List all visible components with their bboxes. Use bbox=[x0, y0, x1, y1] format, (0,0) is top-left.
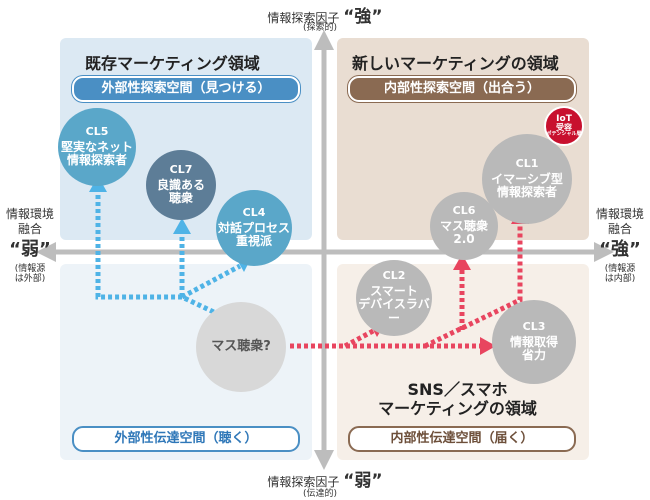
right-axis-sub2: は内部) bbox=[604, 274, 636, 285]
left-axis-label: 情報環境 融合 “弱” (情報源 は外部) bbox=[0, 207, 60, 285]
top-axis-text: 情報探索因子 bbox=[267, 11, 340, 25]
top-left-space-pill: 外部性探索空間（見つける） bbox=[72, 76, 300, 102]
cluster-cl2-name: スマート デバイスラバー bbox=[358, 283, 430, 326]
iot-badge: IoT 受容 ポテンシャル層 bbox=[544, 106, 584, 146]
cluster-cl6: CL6 マス聴衆 2.0 bbox=[430, 192, 498, 260]
arrow-head-cl3 bbox=[480, 337, 496, 355]
cluster-cl5-name: 堅実なネット 情報探索者 bbox=[60, 139, 133, 168]
cluster-cl7-name: 良識ある 聴衆 bbox=[156, 177, 205, 206]
cluster-cl4: CL4 対話プロセス 重視派 bbox=[216, 190, 292, 266]
cluster-cl6-id: CL6 bbox=[452, 203, 476, 217]
arrow-head-cl6 bbox=[453, 254, 471, 270]
cluster-cl4-id: CL4 bbox=[242, 205, 266, 219]
iot-badge-line3: ポテンシャル層 bbox=[546, 131, 582, 137]
cluster-cl4-name: 対話プロセス 重視派 bbox=[217, 220, 290, 249]
right-axis-strength: “強” bbox=[599, 239, 641, 260]
cluster-cl3-id: CL3 bbox=[522, 319, 546, 333]
vertical-axis-top-arrow bbox=[314, 30, 334, 50]
right-axis-line1: 情報環境 bbox=[595, 207, 644, 221]
arrow-to-cl1 bbox=[423, 222, 523, 349]
center-label: マス聴衆? bbox=[211, 338, 271, 354]
iot-badge-line1: IoT bbox=[556, 114, 572, 124]
left-axis-line1: 情報環境 bbox=[5, 207, 54, 221]
bottom-right-title-line1: SNS／スマホ bbox=[407, 380, 508, 399]
right-axis-line2: 融合 bbox=[607, 222, 632, 236]
arrow-to-cl5 bbox=[95, 190, 222, 318]
cluster-cl5-id: CL5 bbox=[85, 124, 109, 138]
bottom-right-title: SNS／スマホ マーケティングの領域 bbox=[370, 380, 545, 418]
left-axis-sub2: は外部) bbox=[14, 274, 46, 285]
bottom-right-title-line2: マーケティングの領域 bbox=[378, 399, 537, 419]
horizontal-axis-left-arrow bbox=[36, 242, 56, 262]
arrow-to-cl2 bbox=[343, 327, 377, 349]
bottom-axis-strength: “弱” bbox=[343, 471, 383, 491]
top-right-space-pill: 内部性探索空間（出合う） bbox=[348, 76, 576, 102]
top-left-title: 既存マーケティング領域 bbox=[85, 54, 260, 73]
arrow-head-cl7 bbox=[173, 218, 191, 234]
cluster-cl5: CL5 堅実なネット 情報探索者 bbox=[58, 108, 136, 186]
bottom-axis-sub: (伝達的) bbox=[302, 489, 338, 499]
cluster-cl6-name: マス聴衆 2.0 bbox=[439, 218, 488, 247]
cluster-cl3-name: 情報取得 省力 bbox=[509, 334, 558, 363]
top-right-title: 新しいマーケティングの領域 bbox=[352, 54, 559, 73]
right-axis-sub1: (情報源 bbox=[604, 263, 636, 274]
bottom-axis-text: 情報探索因子 bbox=[267, 475, 340, 489]
center-mass-audience: マス聴衆? bbox=[196, 302, 286, 392]
top-axis-sub: (探索的) bbox=[302, 23, 338, 33]
cluster-cl7: CL7 良識ある 聴衆 bbox=[146, 150, 216, 220]
bottom-right-space-pill: 内部性伝達空間（届く） bbox=[348, 426, 576, 452]
cluster-cl1: CL1 イマーシブ型 情報探索者 bbox=[482, 134, 572, 224]
left-axis-line2: 融合 bbox=[17, 222, 42, 236]
vertical-axis-bottom-arrow bbox=[314, 450, 334, 470]
cluster-cl2: CL2 スマート デバイスラバー bbox=[356, 260, 432, 336]
horizontal-axis-right-arrow bbox=[594, 242, 614, 262]
left-axis-strength: “弱” bbox=[9, 239, 51, 260]
right-axis-label: 情報環境 融合 “強” (情報源 は内部) bbox=[590, 207, 650, 285]
bottom-left-space-pill: 外部性伝達空間（聴く） bbox=[72, 426, 300, 452]
cluster-cl7-id: CL7 bbox=[169, 162, 193, 176]
bottom-axis-label: 情報探索因子 “弱” bbox=[230, 466, 420, 491]
blue-arrows bbox=[95, 190, 242, 318]
cluster-cl1-name: イマーシブ型 情報探索者 bbox=[491, 171, 563, 200]
left-axis-sub1: (情報源 bbox=[14, 263, 46, 274]
red-arrows bbox=[290, 222, 523, 349]
cluster-cl1-id: CL1 bbox=[515, 156, 539, 170]
top-axis-label: 情報探索因子 “強” bbox=[230, 2, 420, 27]
top-axis-strength: “強” bbox=[343, 7, 383, 27]
cluster-cl3: CL3 情報取得 省力 bbox=[492, 300, 576, 384]
cluster-cl2-id: CL2 bbox=[382, 268, 406, 282]
arrow-to-cl4 bbox=[180, 263, 242, 300]
iot-badge-line2: 受容 bbox=[556, 123, 572, 132]
